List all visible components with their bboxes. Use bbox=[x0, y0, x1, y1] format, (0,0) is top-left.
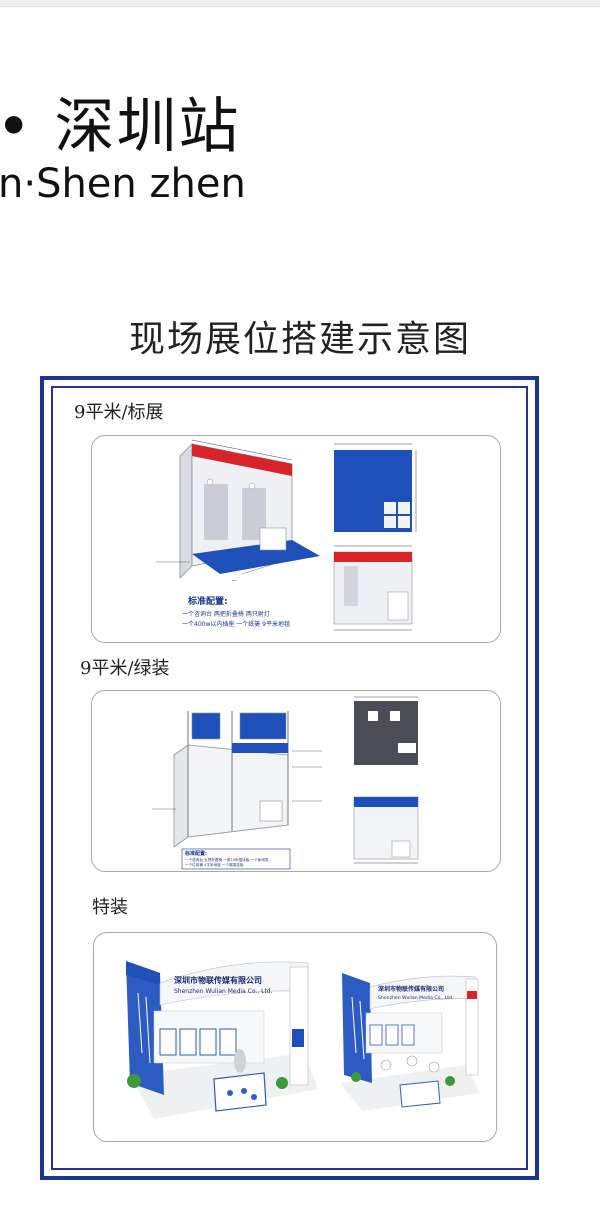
booth-b-company-name: 深圳市物联传媒有限公司 bbox=[378, 985, 444, 993]
section-label-green: 9平米/绿装 bbox=[80, 658, 170, 679]
standard-3d-callout: — bbox=[232, 578, 237, 584]
booth-a-company-name: 深圳市物联传媒有限公司 bbox=[174, 975, 262, 985]
standard-config-title: 标准配置: bbox=[187, 595, 228, 607]
panel-green-booth: 标准配置: 一个咨询台 五把折叠椅 一条10米插线板 一个休闲凳 一个垃圾桶 4… bbox=[91, 690, 501, 872]
diagram-frame-outer bbox=[40, 376, 539, 1180]
page-heading-cn: • 深圳站 bbox=[0, 92, 241, 162]
standard-config-line-1: 一个咨询台 两把折叠椅 两只射灯 bbox=[182, 610, 270, 618]
section-label-custom: 特装 bbox=[92, 897, 128, 918]
green-booth-illustration: 标准配置: 一个咨询台 五把折叠椅 一条10米插线板 一个休闲凳 一个垃圾桶 4… bbox=[152, 696, 419, 870]
panel-standard-booth: — 标准配置: 一个咨询台 两把折叠椅 两只射灯 一个400w以内插座 一个纸篓… bbox=[91, 435, 501, 643]
panel-custom-booth: 深圳市物联传媒有限公司 Shenzhen Wulian Media Co., L… bbox=[93, 932, 497, 1142]
section-label-standard: 9平米/标展 bbox=[74, 402, 164, 423]
standard-config-line-2: 一个400w以内插座 一个纸篓 9平米地毯 bbox=[182, 620, 290, 628]
green-config-title: 标准配置: bbox=[184, 850, 207, 857]
green-config-line-1: 一个咨询台 五把折叠椅 一条10米插线板 一个休闲凳 bbox=[185, 857, 269, 862]
page-heading-en: n·Shen zhen bbox=[0, 161, 246, 207]
booth-b-company-en: Shenzhen Wulian Media Co., Ltd. bbox=[378, 995, 453, 1001]
diagram-title: 现场展位搭建示意图 bbox=[128, 319, 471, 360]
standard-booth-illustration: — 标准配置: 一个咨询台 两把折叠椅 两只射灯 一个400w以内插座 一个纸篓… bbox=[156, 439, 417, 631]
diagram-frame-inner bbox=[51, 386, 528, 1170]
top-divider bbox=[0, 0, 600, 7]
custom-booth-illustration: 深圳市物联传媒有限公司 Shenzhen Wulian Media Co., L… bbox=[126, 961, 480, 1119]
booth-a-company-en: Shenzhen Wulian Media Co., Ltd. bbox=[174, 988, 273, 995]
green-config-line-2: 一个垃圾桶 4平米地毯 一个展架挂板 bbox=[185, 862, 244, 867]
